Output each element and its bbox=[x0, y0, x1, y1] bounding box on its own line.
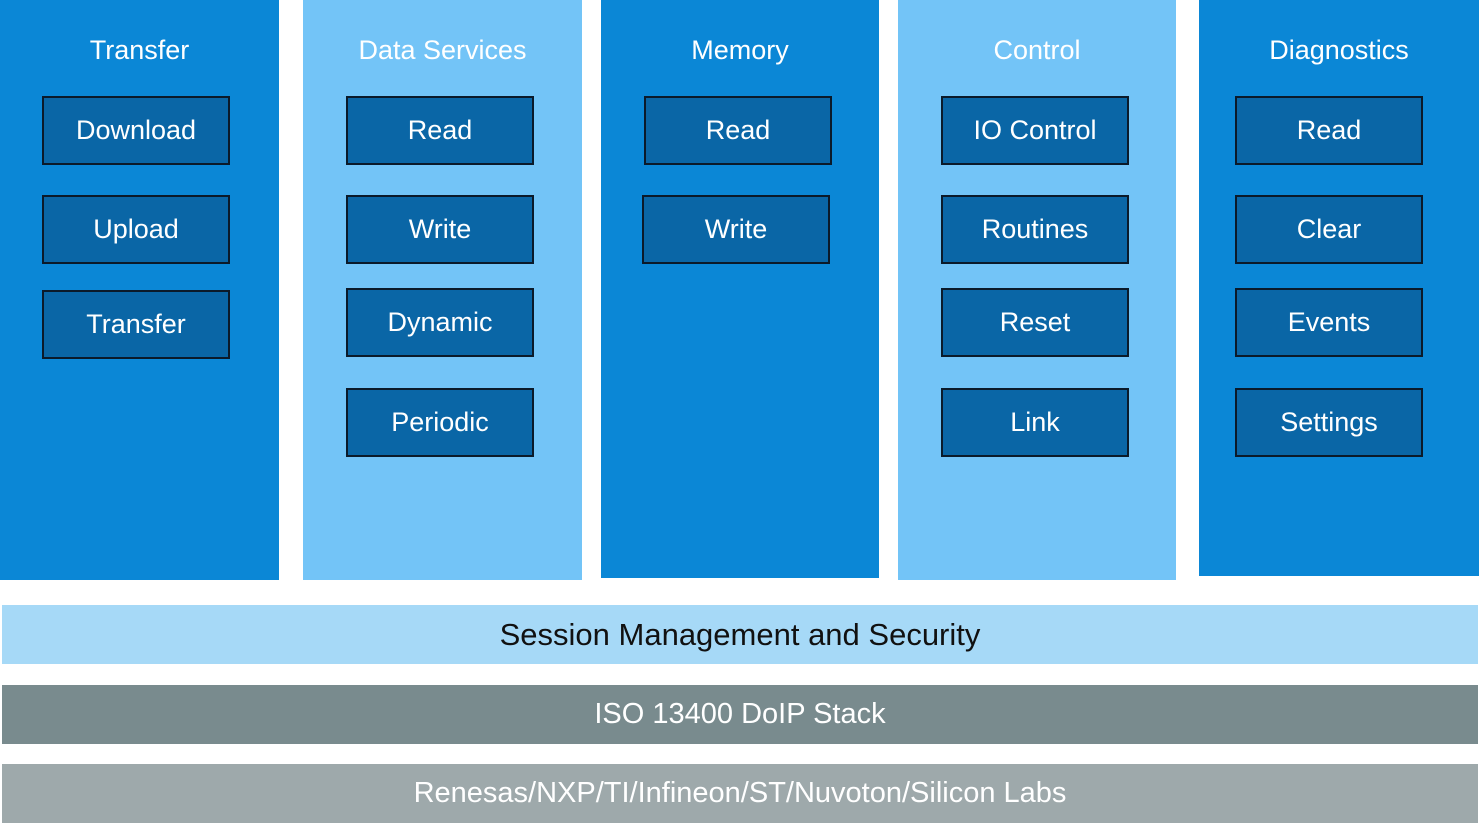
service-reset: Reset bbox=[941, 288, 1129, 357]
service-diag-settings: Settings bbox=[1235, 388, 1423, 457]
vendor-layer: Renesas/NXP/TI/Infineon/ST/Nuvoton/Silic… bbox=[2, 764, 1478, 823]
service-data-periodic: Periodic bbox=[346, 388, 534, 457]
service-upload: Upload bbox=[42, 195, 230, 264]
service-routines: Routines bbox=[941, 195, 1129, 264]
column-title-transfer: Transfer bbox=[89, 35, 190, 65]
service-io-control: IO Control bbox=[941, 96, 1129, 165]
service-memory-write: Write bbox=[642, 195, 830, 264]
service-transfer: Transfer bbox=[42, 290, 230, 359]
service-data-write: Write bbox=[346, 195, 534, 264]
column-title-diagnostics: Diagnostics bbox=[1269, 35, 1409, 65]
column-memory: Memory Read Write bbox=[601, 0, 879, 578]
service-data-read: Read bbox=[346, 96, 534, 165]
service-diag-events: Events bbox=[1235, 288, 1423, 357]
column-data-services: Data Services Read Write Dynamic Periodi… bbox=[303, 0, 582, 580]
service-memory-read: Read bbox=[644, 96, 832, 165]
column-control: Control IO Control Routines Reset Link bbox=[898, 0, 1176, 580]
column-title-control: Control bbox=[993, 35, 1081, 65]
service-download: Download bbox=[42, 96, 230, 165]
doip-stack-layer: ISO 13400 DoIP Stack bbox=[2, 685, 1478, 744]
column-diagnostics: Diagnostics Read Clear Events Settings bbox=[1199, 0, 1479, 576]
session-layer: Session Management and Security bbox=[2, 605, 1478, 664]
column-transfer: Transfer Download Upload Transfer bbox=[0, 0, 279, 580]
column-title-data-services: Data Services bbox=[358, 35, 527, 65]
service-data-dynamic: Dynamic bbox=[346, 288, 534, 357]
service-diag-clear: Clear bbox=[1235, 195, 1423, 264]
column-title-memory: Memory bbox=[691, 35, 789, 65]
service-link: Link bbox=[941, 388, 1129, 457]
service-diag-read: Read bbox=[1235, 96, 1423, 165]
